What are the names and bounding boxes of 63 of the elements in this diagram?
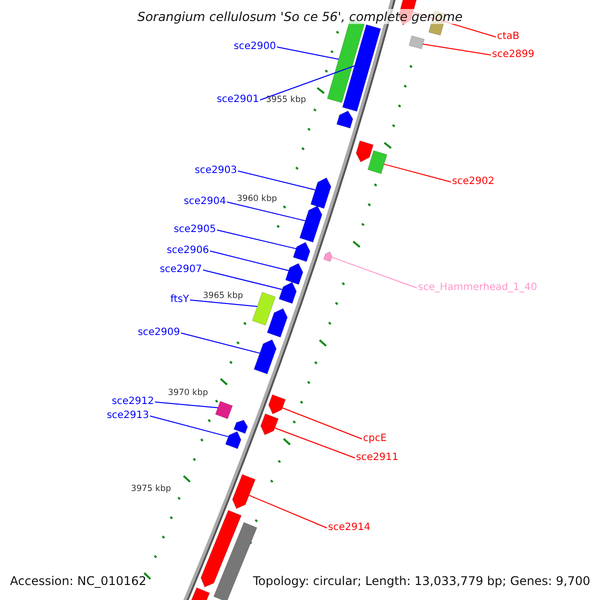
tick-label: 3975 kbp [130, 484, 171, 495]
gene-label: sce2903 [194, 164, 237, 177]
leader-line [422, 44, 492, 56]
gene-block [233, 420, 248, 434]
leader-line [202, 270, 283, 290]
gene-label: sce_Hammerhead_1_40 [418, 281, 538, 294]
gene-block [299, 205, 322, 243]
gene-block [336, 110, 354, 129]
accession-text: Accession: NC_010162 [10, 574, 146, 589]
leader-line [154, 402, 218, 408]
leader-line [238, 170, 316, 190]
gene-label: sce2912 [112, 395, 154, 408]
gene-block [310, 177, 332, 209]
tick-label: 3960 kbp [236, 194, 277, 205]
gene-label: ftsY [170, 293, 189, 306]
leader-line [190, 300, 258, 307]
gene-block [232, 474, 256, 510]
gene-label: sce2913 [106, 409, 149, 422]
gene-block [253, 339, 277, 375]
gene-block [278, 282, 297, 304]
gene-label: sce2900 [234, 40, 276, 53]
leader-line [248, 494, 328, 528]
gene-label: sce2911 [356, 451, 398, 464]
leader-line [276, 46, 340, 60]
gene-block [285, 262, 304, 285]
tick-label: 3965 kbp [202, 291, 243, 302]
gene-label: sce2901 [216, 93, 259, 106]
leader-line [282, 407, 362, 440]
leader-line [180, 332, 260, 354]
gene-label: ctaB [497, 30, 520, 43]
leader-line [150, 416, 229, 438]
gene-block [323, 251, 332, 262]
tick-label: 3970 kbp [168, 388, 208, 399]
gene-label: sce2914 [328, 521, 370, 534]
gene-label: sce2899 [492, 48, 534, 61]
gene-block [266, 308, 288, 338]
leader-line [210, 250, 290, 272]
gene-bar [214, 400, 234, 420]
leader-line [331, 256, 418, 288]
gene-bar [252, 292, 276, 326]
leader-line [384, 164, 452, 182]
gene-label: sce2905 [174, 223, 216, 236]
gene-block [260, 413, 279, 436]
gene-label: sce2902 [452, 175, 494, 188]
gene-label: sce2906 [166, 244, 209, 257]
leader-line [274, 428, 356, 458]
tick-label: 3955 kbp [266, 95, 306, 106]
gene-bar [408, 35, 425, 50]
gene-block [224, 430, 242, 450]
leader-line [260, 65, 355, 100]
gene-label: sce2904 [184, 195, 226, 208]
gene-block [268, 394, 286, 415]
gene-label: sce2907 [160, 263, 202, 276]
gene-bar [342, 24, 382, 112]
genome-info-text: Topology: circular; Length: 13,033,779 bp; Genes: 9,700 [253, 574, 590, 589]
gene-block [200, 510, 242, 588]
gene-label: cpcE [363, 432, 387, 445]
leader-line [216, 230, 297, 250]
gene-label: sce2909 [138, 326, 180, 339]
leader-line [226, 202, 306, 222]
gene-block [292, 242, 310, 262]
gene-block [356, 140, 374, 163]
gene-bar [367, 150, 388, 174]
